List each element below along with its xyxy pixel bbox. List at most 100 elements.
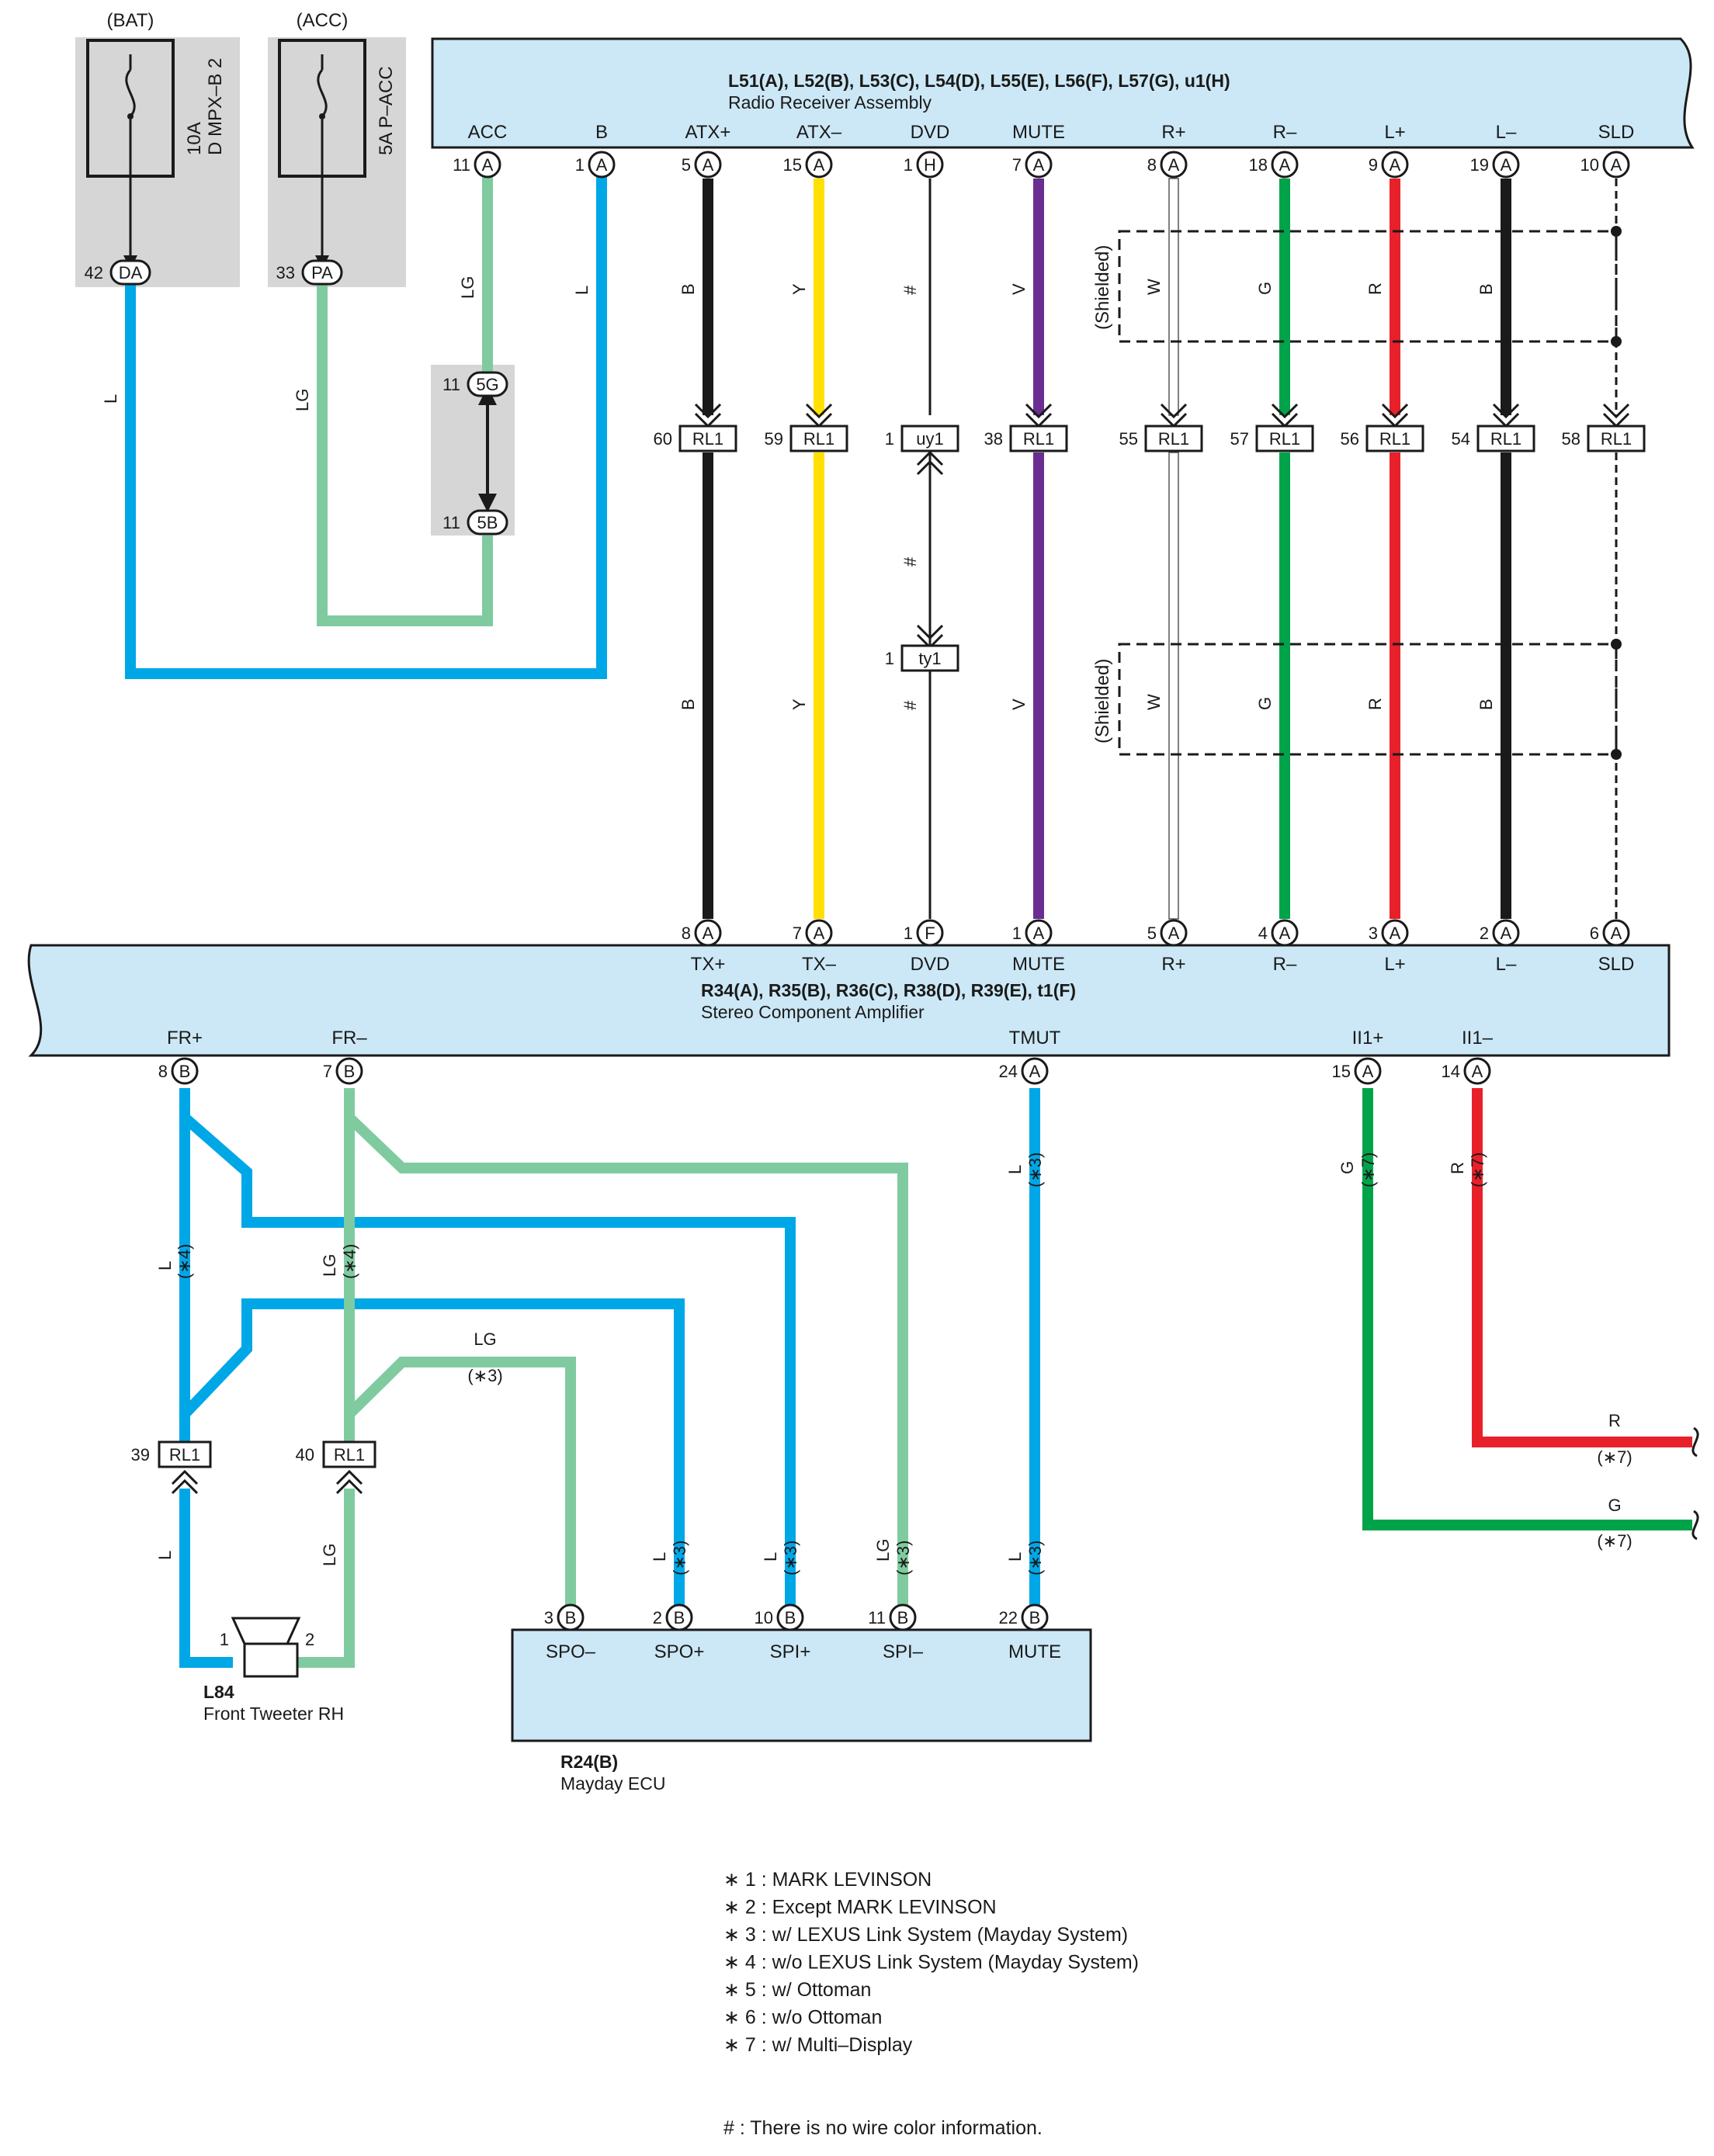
inline-connector (789, 425, 848, 452)
chevron-up-icon (916, 450, 944, 476)
amp-top-pin-label: SLD (1598, 954, 1635, 975)
amp-top-pin-num: 6 (1590, 924, 1599, 943)
mayday-pin (889, 1603, 917, 1631)
radio-pin-conn: A (1168, 155, 1180, 175)
radio-pin-num: 9 (1369, 155, 1378, 175)
amp-top-pin-conn: A (1611, 924, 1622, 943)
amp-top-pin-num: 5 (1147, 924, 1157, 943)
amp-top-pin-num: 3 (1369, 924, 1378, 943)
amp-top-pin (805, 919, 833, 947)
wire-continues-icon (1691, 1426, 1699, 1458)
wire-color-label: Y (789, 698, 809, 710)
conn-5G-pin: 11 (442, 375, 460, 394)
amp-bottom-pin-num: 15 (1332, 1062, 1351, 1081)
mayday-pin-conn: B (1029, 1608, 1041, 1627)
wire-note: (∗3) (893, 1541, 913, 1575)
mayday-pin-conn: B (674, 1608, 685, 1627)
mayday-pin (557, 1603, 585, 1631)
radio-pin-num: 5 (682, 155, 691, 175)
radio-pin-num: 1 (904, 155, 913, 175)
mayday-pin-conn: B (897, 1608, 909, 1627)
radio-pin-conn: A (482, 155, 494, 175)
wire-note: (∗7) (1468, 1153, 1487, 1187)
speaker-icon (231, 1617, 301, 1678)
wire-color-label: V (1009, 283, 1029, 295)
inline-connector-label: RL1 (803, 429, 834, 449)
radio-pin-num: 1 (575, 155, 585, 175)
amp-top-pin (1381, 919, 1409, 947)
inline-connector (1365, 425, 1424, 452)
inline-connector-pin: 1 (885, 429, 894, 449)
footnote-line: ∗ 6 : w/o Ottoman (723, 2007, 882, 2029)
wire-color-label: LG (293, 389, 312, 411)
radio-pin-num: 8 (1147, 155, 1157, 175)
conn-5B-label: 5B (477, 513, 498, 532)
amp-bottom-pin-num: 7 (323, 1062, 332, 1081)
conn-rl1-39 (158, 1440, 212, 1468)
radio-pin-conn: A (703, 155, 714, 175)
amp-bottom-pin-num: 8 (158, 1062, 168, 1081)
radio-pin-num: 11 (453, 155, 470, 175)
amp-bottom-pin (171, 1057, 199, 1085)
hash-note: # : There is no wire color information. (723, 2117, 1043, 2139)
mayday-pin-num: 3 (544, 1608, 553, 1627)
inline-connector-label: RL1 (692, 429, 723, 449)
mayday-pin (665, 1603, 693, 1631)
conn-rl1-40-pin: 40 (296, 1445, 314, 1464)
wire-color-label: B (1476, 283, 1496, 295)
radio-pin-label: ATX– (796, 122, 842, 143)
radio-pin (1160, 151, 1188, 179)
amp-name: Stereo Component Amplifier (701, 1002, 925, 1022)
amp-bottom-pin (335, 1057, 363, 1085)
amp-top-pin-conn: A (1501, 924, 1512, 943)
inline-connector-label: RL1 (1158, 429, 1189, 449)
radio-pin-label: R– (1273, 122, 1297, 143)
mayday-pin-label: SPI– (883, 1641, 924, 1662)
conn-rl1-39-label: RL1 (169, 1445, 200, 1464)
radio-pin-label: R+ (1161, 122, 1185, 143)
mayday-pins: B3SPO–B2SPO+L(∗3)B10SPI+L(∗3)B11SPI–LG(∗… (544, 1539, 1061, 1662)
mayday-pin (1021, 1603, 1049, 1631)
inline-connector-label: uy1 (916, 429, 943, 449)
footnote-line: ∗ 5 : w/ Ottoman (723, 1979, 871, 2001)
amp-top-pin-conn: A (703, 924, 714, 943)
conn-5B-pin: 11 (442, 513, 460, 532)
amp-top-pin-num: 4 (1258, 924, 1268, 943)
conn-DA (109, 259, 151, 286)
chevron-up-icon (171, 1469, 199, 1495)
amp-bottom-pin (1354, 1057, 1382, 1085)
amp-bottom-pin-num: 14 (1442, 1062, 1460, 1081)
wire-battery-L (125, 163, 607, 679)
amp-top-pin-conn: F (925, 924, 935, 943)
radio-receiver-body (431, 37, 1695, 149)
inline-connector-pin: 57 (1230, 429, 1249, 449)
conn-PA-pin: 33 (276, 263, 295, 282)
amp-top-pin-label: L– (1496, 954, 1517, 975)
radio-pin (1381, 151, 1409, 179)
wire-color-label: # (900, 556, 920, 567)
amp-top-pin-label: MUTE (1012, 954, 1065, 975)
wire-color-label: L (1005, 1552, 1025, 1562)
wire-color-label: # (900, 285, 920, 295)
wire-color-label: B (678, 283, 698, 295)
mayday-pin-label: MUTE (1008, 1641, 1061, 1662)
footnote-line: ∗ 4 : w/o LEXUS Link System (Mayday Syst… (723, 1952, 1139, 1974)
inline-connector-pin: 56 (1341, 429, 1359, 449)
inline-connector-pin: 58 (1562, 429, 1580, 449)
amp-bottom-pin-conn: A (1472, 1062, 1483, 1081)
radio-pin-label: SLD (1598, 122, 1635, 143)
wire-color-label: LG (320, 1544, 339, 1566)
amp-top-pin-label: L+ (1384, 954, 1405, 975)
mayday-id: R24(B) (560, 1752, 618, 1772)
radio-pin-conn: A (814, 155, 825, 175)
mayday-pin-conn: B (785, 1608, 796, 1627)
inline-connector-pin: 54 (1452, 429, 1470, 449)
wire-color-label: L (155, 1261, 175, 1270)
wire-fr-plus-to-spi-plus (181, 1113, 796, 1610)
wire-spo-minus-to-tweeter (345, 1357, 576, 1610)
footnote-line: ∗ 2 : Except MARK LEVINSON (723, 1897, 997, 1919)
wire-color-label: W (1144, 694, 1164, 710)
amp-top-pin-num: 1 (1012, 924, 1022, 943)
wire-color-label: G (1608, 1496, 1621, 1515)
wire-color-label: G (1255, 282, 1275, 295)
